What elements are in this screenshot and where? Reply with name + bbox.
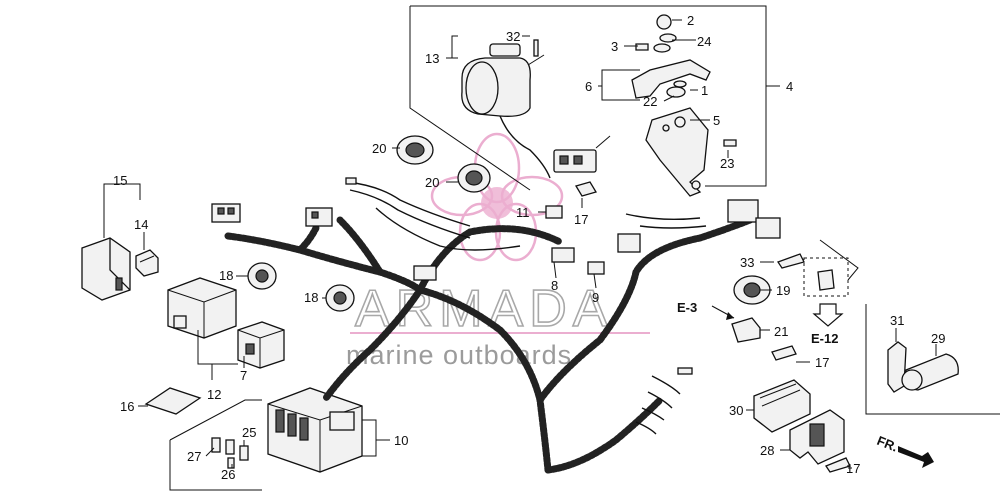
callout-20-lower: 20 xyxy=(425,175,439,190)
fuse-group-25-27 xyxy=(169,399,262,491)
callout-16: 16 xyxy=(120,399,134,414)
callout-23: 23 xyxy=(720,156,734,171)
inset-31-29 xyxy=(865,304,1000,415)
callout-28: 28 xyxy=(760,443,774,458)
assembly-frame-4 xyxy=(409,5,780,191)
callout-5: 5 xyxy=(713,113,720,128)
callout-25: 25 xyxy=(242,425,256,440)
callout-4: 4 xyxy=(786,79,793,94)
callout-2: 2 xyxy=(687,13,694,28)
callout-33: 33 xyxy=(740,255,754,270)
callout-10: 10 xyxy=(394,433,408,448)
grommet-20 xyxy=(396,135,491,193)
callout-32: 32 xyxy=(506,29,520,44)
reference-e12: E-12 xyxy=(811,331,838,346)
callout-24: 24 xyxy=(697,34,711,49)
callout-17-bottom: 17 xyxy=(846,461,860,476)
callout-14: 14 xyxy=(134,217,148,232)
callout-labels: 2 24 32 3 13 6 4 1 22 5 20 23 15 20 11 1… xyxy=(113,13,945,482)
callout-19: 19 xyxy=(776,283,790,298)
clamp-19 xyxy=(733,275,771,305)
callout-31: 31 xyxy=(890,313,904,328)
front-arrow xyxy=(898,446,934,468)
front-label: FR. xyxy=(875,433,900,455)
relay-15 xyxy=(81,237,131,301)
leader-lines xyxy=(103,19,937,469)
callout-20-upper: 20 xyxy=(372,141,386,156)
callout-18-lower: 18 xyxy=(304,290,318,305)
clamp-18 xyxy=(247,262,355,312)
reference-e3: E-3 xyxy=(677,300,697,315)
regulator-assembly-10 xyxy=(267,387,363,473)
cover-30 xyxy=(753,379,811,433)
fuse-14 xyxy=(135,249,159,277)
callout-6: 6 xyxy=(585,79,592,94)
connector-box-12 xyxy=(167,277,237,339)
lead-wires xyxy=(345,177,707,435)
callout-7: 7 xyxy=(240,368,247,383)
connector-7 xyxy=(237,321,285,369)
callout-9: 9 xyxy=(592,290,599,305)
watermark-flower-logo xyxy=(430,132,564,262)
callout-13: 13 xyxy=(425,51,439,66)
harness-connectors xyxy=(211,199,781,281)
callout-22: 22 xyxy=(643,94,657,109)
bolts xyxy=(575,181,851,473)
callout-12: 12 xyxy=(207,387,221,402)
callout-17-mid: 17 xyxy=(815,355,829,370)
e3-arrow xyxy=(711,305,735,320)
callout-26: 26 xyxy=(221,467,235,482)
callout-1: 1 xyxy=(701,83,708,98)
callout-30: 30 xyxy=(729,403,743,418)
watermark-title: ARMADA xyxy=(355,280,613,338)
mounting-plate xyxy=(645,107,737,197)
label-sheet-16 xyxy=(144,387,202,415)
callout-21: 21 xyxy=(774,324,788,339)
callout-18-upper: 18 xyxy=(219,268,233,283)
e12-reference-box xyxy=(803,239,859,327)
armada-watermark: ARMADA marine outboards xyxy=(346,132,650,370)
solenoid-connector xyxy=(553,135,611,173)
holder-28 xyxy=(789,409,845,465)
callout-15: 15 xyxy=(113,173,127,188)
callout-3: 3 xyxy=(611,39,618,54)
callout-11: 11 xyxy=(516,205,530,220)
callout-17-top: 17 xyxy=(574,212,588,227)
watermark-subtitle: marine outboards xyxy=(346,340,572,370)
callout-27: 27 xyxy=(187,449,201,464)
callout-8: 8 xyxy=(551,278,558,293)
starter-solenoid xyxy=(461,39,551,179)
callout-29: 29 xyxy=(931,331,945,346)
stay-21 xyxy=(731,317,761,343)
solenoid-bracket xyxy=(631,14,711,99)
